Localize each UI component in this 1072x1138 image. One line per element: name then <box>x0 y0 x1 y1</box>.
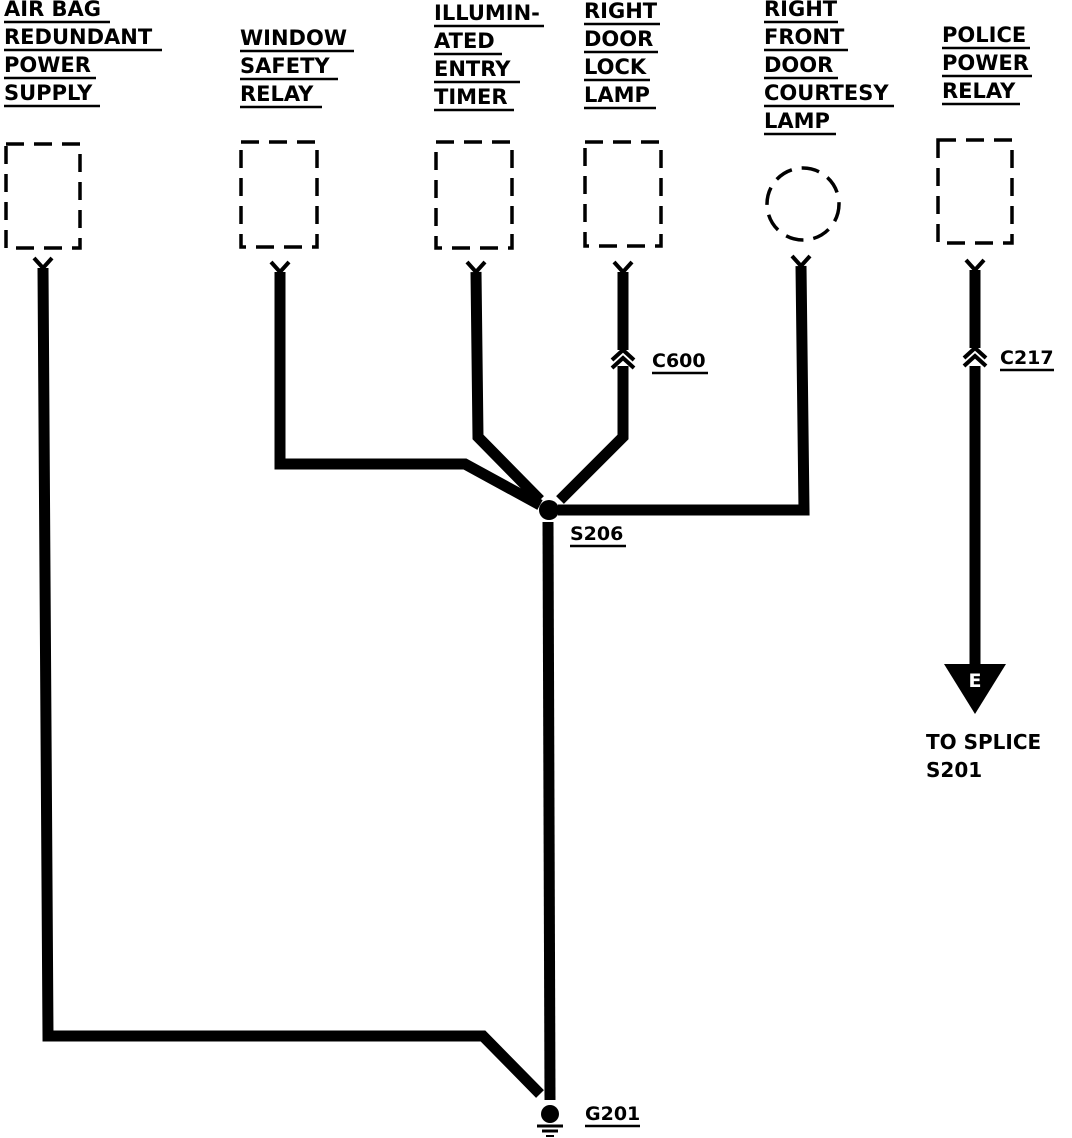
label-line: RELAY <box>942 79 1016 103</box>
wires <box>37 265 981 1101</box>
label-line: RIGHT <box>764 0 838 21</box>
connector-chevron-icon <box>610 347 636 362</box>
illuminated-entry-timer-box <box>434 140 514 250</box>
label-line: WINDOW <box>240 26 347 50</box>
label-right-front-door-courtesy-lamp: RIGHT FRONT DOOR COURTESY LAMP <box>764 0 894 136</box>
terminal-y-icon <box>964 258 986 273</box>
ground-g201-label: G201 <box>585 1103 640 1125</box>
label-line: ENTRY <box>434 57 511 81</box>
splice-s206: S206 <box>539 500 626 548</box>
terminal-y-icon <box>612 260 634 275</box>
connector-c600: C600 <box>610 347 708 375</box>
wire-lock-lamp-to-s206 <box>556 366 629 504</box>
wire-s206-to-ground <box>542 521 556 1101</box>
label-air-bag-redundant-power-supply: AIR BAG REDUNDANT POWER SUPPLY <box>4 0 162 108</box>
offpage-connector-e: E TO SPLICE S201 <box>926 664 1041 782</box>
label-illuminated-entry-timer: ILLUMIN- ATED ENTRY TIMER <box>434 1 544 112</box>
label-line: REDUNDANT <box>4 25 153 49</box>
right-door-lock-lamp-box <box>583 140 663 248</box>
label-line: SUPPLY <box>4 81 93 105</box>
air-bag-power-supply-box <box>4 142 82 250</box>
terminal-y-icon <box>269 260 291 275</box>
label-line: RIGHT <box>584 0 658 23</box>
label-line: ATED <box>434 29 495 53</box>
label-line: LAMP <box>584 83 650 107</box>
connector-chevron-icon <box>610 355 636 370</box>
label-line: TIMER <box>434 85 508 109</box>
label-line: POWER <box>4 53 91 77</box>
label-line: AIR BAG <box>4 0 101 21</box>
offpage-letter: E <box>969 670 982 692</box>
label-line: DOOR <box>584 27 653 51</box>
label-line: DOOR <box>764 53 833 77</box>
connector-chevron-icon <box>962 345 988 360</box>
wire-entry-timer-to-s206 <box>470 271 544 504</box>
wire-airbag-to-ground <box>37 267 544 1098</box>
right-front-door-courtesy-lamp-circle <box>765 166 841 242</box>
label-line: FRONT <box>764 25 845 49</box>
ground-dot-icon <box>541 1105 559 1123</box>
connector-chevron-icon <box>962 353 988 368</box>
label-line: ILLUMIN- <box>434 1 540 25</box>
police-power-relay-box <box>936 138 1014 245</box>
label-window-safety-relay: WINDOW SAFETY RELAY <box>240 26 354 109</box>
splice-dot-icon <box>539 500 559 520</box>
label-right-door-lock-lamp: RIGHT DOOR LOCK LAMP <box>584 0 660 110</box>
terminal-y-icon <box>790 254 812 269</box>
label-police-power-relay: POLICE POWER RELAY <box>942 23 1032 106</box>
connector-c217-label: C217 <box>1000 347 1054 369</box>
label-line: POWER <box>942 51 1029 75</box>
window-safety-relay-box <box>239 140 319 249</box>
offpage-note-line2: S201 <box>926 758 982 782</box>
wire-courtesy-lamp-to-s206 <box>558 265 810 516</box>
splice-s206-label: S206 <box>570 523 623 545</box>
offpage-arrow-icon <box>944 664 1006 714</box>
connector-c217: C217 <box>962 345 1054 372</box>
offpage-note-line1: TO SPLICE <box>926 730 1041 754</box>
label-line: RELAY <box>240 82 314 106</box>
ground-g201: G201 <box>537 1103 640 1137</box>
label-line: LOCK <box>584 55 647 79</box>
label-line: SAFETY <box>240 54 330 78</box>
terminal-y-icon <box>465 260 487 275</box>
label-line: LAMP <box>764 109 830 133</box>
label-line: COURTESY <box>764 81 889 105</box>
label-line: POLICE <box>942 23 1026 47</box>
terminals <box>32 254 986 275</box>
connector-c600-label: C600 <box>652 350 706 372</box>
wire-window-relay-to-s206 <box>274 272 543 510</box>
terminal-y-icon <box>32 256 54 271</box>
